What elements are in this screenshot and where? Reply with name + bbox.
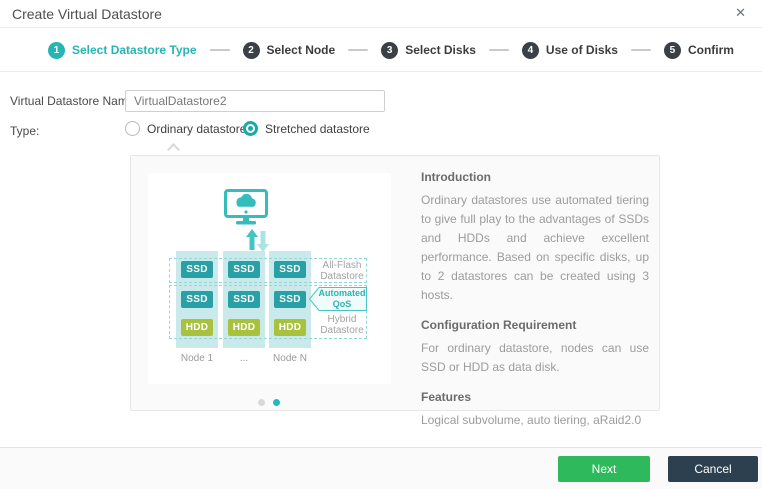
ssd-disk: SSD xyxy=(228,261,260,278)
caret-up-icon xyxy=(167,143,180,156)
step-number-badge: 5 xyxy=(663,41,681,59)
type-label: Type: xyxy=(10,124,40,138)
hybrid-group-outline xyxy=(169,285,367,339)
step-connector xyxy=(488,49,509,51)
step-connector xyxy=(209,49,230,51)
next-button[interactable]: Next xyxy=(558,456,650,482)
hdd-disk: HDD xyxy=(228,319,260,336)
hdd-disk: HDD xyxy=(181,319,213,336)
step-select-datastore-type[interactable]: 1 Select Datastore Type xyxy=(48,41,197,59)
datastore-type-card: SSD SSD SSD SSD SSD SSD HDD HDD HDD All-… xyxy=(130,155,660,427)
data-transfer-arrows-icon xyxy=(246,229,269,252)
close-icon[interactable]: ✕ xyxy=(735,5,746,20)
hdd-disk: HDD xyxy=(274,319,306,336)
cancel-button[interactable]: Cancel xyxy=(668,456,758,482)
radio-ordinary-datastore[interactable]: Ordinary datastore xyxy=(125,121,246,136)
dialog-header: Create Virtual Datastore ✕ xyxy=(0,0,762,28)
step-connector xyxy=(630,49,651,51)
step-label: Select Disks xyxy=(405,43,476,57)
datastore-diagram: SSD SSD SSD SSD SSD SSD HDD HDD HDD All-… xyxy=(148,173,391,384)
ssd-disk: SSD xyxy=(228,291,260,308)
config-requirement-body: For ordinary datastore, nodes can use SS… xyxy=(421,341,649,374)
all-flash-group-outline xyxy=(169,258,367,283)
carousel-dot-1[interactable] xyxy=(258,399,265,406)
ssd-disk: SSD xyxy=(181,291,213,308)
config-requirement-heading: Configuration Requirement xyxy=(421,318,577,332)
step-number-badge: 3 xyxy=(381,41,399,59)
node-ellipsis-label: ... xyxy=(239,353,249,364)
radio-option-label: Ordinary datastore xyxy=(147,121,247,136)
ssd-disk: SSD xyxy=(274,291,306,308)
datastore-name-input[interactable] xyxy=(125,90,385,112)
datastore-name-label: Virtual Datastore Name: xyxy=(10,94,138,108)
step-label: Select Node xyxy=(266,43,336,57)
step-connector xyxy=(348,49,369,51)
type-info-column: Introduction Ordinary datastores use aut… xyxy=(421,170,649,443)
dialog-footer: Next Cancel xyxy=(0,447,762,489)
node-n-label: Node N xyxy=(273,353,307,364)
radio-circle-icon xyxy=(125,121,140,136)
step-use-of-disks[interactable]: 4 Use of Disks xyxy=(521,41,618,59)
ssd-disk: SSD xyxy=(181,261,213,278)
cloud-monitor-icon xyxy=(224,189,268,225)
wizard-stepper: 1 Select Datastore Type 2 Select Node 3 … xyxy=(0,29,762,72)
carousel-dot-2[interactable] xyxy=(273,399,280,406)
step-number-badge: 1 xyxy=(48,41,65,59)
features-body: Logical subvolume, auto tiering, aRaid2.… xyxy=(421,413,642,427)
intro-heading: Introduction xyxy=(421,170,491,184)
radio-stretched-datastore[interactable]: Stretched datastore xyxy=(243,121,370,136)
ssd-disk: SSD xyxy=(274,261,306,278)
intro-body: Ordinary datastores use automated tierin… xyxy=(421,193,649,302)
radio-circle-icon xyxy=(243,121,258,136)
step-label: Use of Disks xyxy=(545,43,618,57)
node-1-label: Node 1 xyxy=(180,353,214,364)
step-label: Confirm xyxy=(687,43,734,57)
step-select-node[interactable]: 2 Select Node xyxy=(242,41,336,59)
radio-option-label: Stretched datastore xyxy=(265,121,370,136)
step-select-disks[interactable]: 3 Select Disks xyxy=(381,41,476,59)
dialog-title: Create Virtual Datastore xyxy=(12,6,162,22)
carousel-dots xyxy=(244,399,294,406)
step-number-badge: 2 xyxy=(242,41,260,59)
step-number-badge: 4 xyxy=(521,41,539,59)
step-label: Select Datastore Type xyxy=(72,43,197,57)
features-heading: Features xyxy=(421,390,472,404)
step-confirm[interactable]: 5 Confirm xyxy=(663,41,734,59)
